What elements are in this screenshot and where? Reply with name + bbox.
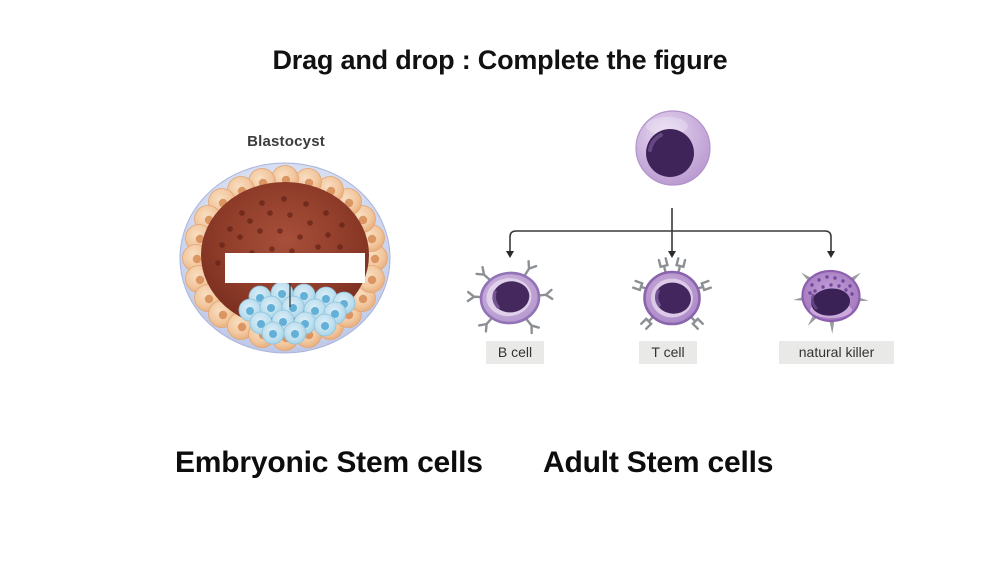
b-cell-illustration bbox=[466, 259, 554, 335]
stem-cell-illustration bbox=[635, 110, 711, 186]
lineage-diagram bbox=[466, 110, 870, 335]
t-cell-label: T cell bbox=[639, 341, 697, 364]
natural-killer-label: natural killer bbox=[779, 341, 894, 364]
page-title: Drag and drop : Complete the figure bbox=[272, 45, 728, 75]
drag-option-embryonic-stem-cells[interactable]: Embryonic Stem cells bbox=[175, 446, 483, 479]
b-cell-label: B cell bbox=[486, 341, 544, 364]
blastocyst-blank-dropzone[interactable] bbox=[225, 253, 365, 283]
blastocyst-illustration bbox=[179, 162, 391, 354]
blastocyst-label: Blastocyst bbox=[247, 133, 325, 150]
t-cell-illustration bbox=[632, 257, 712, 330]
nk-cell-illustration bbox=[792, 269, 870, 335]
drag-option-adult-stem-cells[interactable]: Adult Stem cells bbox=[543, 446, 774, 479]
branch-connector bbox=[506, 208, 835, 258]
